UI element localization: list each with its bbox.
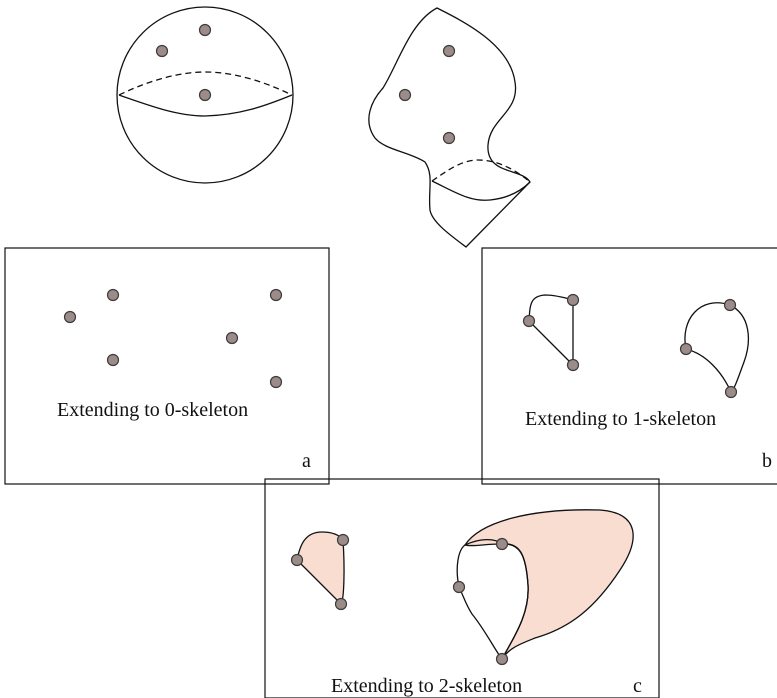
- panel-a-letter: a: [302, 450, 311, 472]
- panel-a-point-1: [63, 310, 77, 324]
- blob-outline: [368, 7, 531, 248]
- panel-b-point-4: [723, 298, 737, 312]
- blob-band-front: [431, 180, 531, 201]
- blob-point-1: [442, 44, 456, 58]
- panel-c-filled-triangle: [296, 531, 345, 605]
- panel-b-loop-1: [528, 294, 574, 367]
- panel-b-point-3: [566, 358, 580, 372]
- blob-band-back-dashed: [431, 159, 531, 183]
- panel-c-letter: c: [633, 675, 642, 697]
- panel-b-point-5: [679, 342, 693, 356]
- panel-c-frame: [264, 478, 660, 698]
- panel-c-caption: Extending to 2-skeleton: [331, 675, 522, 697]
- panel-a-point-5: [225, 331, 239, 345]
- panel-a-frame: [4, 247, 330, 485]
- ball-point-3: [198, 88, 212, 102]
- panel-b-point-6: [724, 385, 738, 399]
- panel-b-point-1: [522, 314, 536, 328]
- panel-b-caption: Extending to 1-skeleton: [525, 408, 716, 430]
- panel-c-filled-sheet: [463, 509, 634, 660]
- panel-c-open-loop: [456, 538, 529, 661]
- blob-point-3: [442, 131, 456, 145]
- panel-a: Extending to 0-skeleton a: [4, 247, 330, 485]
- panel-c-point-6: [495, 652, 509, 666]
- panel-b: Extending to 1-skeleton b: [481, 247, 777, 485]
- ball-outline: [116, 6, 294, 184]
- panel-a-caption: Extending to 0-skeleton: [57, 399, 248, 421]
- panel-c-point-2: [336, 533, 350, 547]
- panel-c-point-3: [334, 597, 348, 611]
- panel-c-point-1: [290, 553, 304, 567]
- panel-b-loop-2: [684, 302, 750, 394]
- panel-c-point-4: [495, 537, 509, 551]
- panel-b-letter: b: [762, 450, 772, 472]
- panel-a-point-3: [106, 353, 120, 367]
- blob-figure: [368, 7, 531, 248]
- ball-point-2: [155, 44, 169, 58]
- ball-point-1: [198, 23, 212, 37]
- ball-figure: [116, 6, 294, 184]
- blob-point-2: [398, 88, 412, 102]
- panel-a-point-6: [269, 375, 283, 389]
- ball-equator-back-dashed: [118, 71, 293, 96]
- ball-equator-front: [118, 94, 293, 117]
- panel-b-frame: [481, 247, 777, 485]
- panel-a-point-4: [269, 288, 283, 302]
- panel-c-point-5: [452, 580, 466, 594]
- panel-c: Extending to 2-skeleton c: [264, 478, 660, 698]
- panel-b-point-2: [566, 293, 580, 307]
- panel-a-point-2: [106, 288, 120, 302]
